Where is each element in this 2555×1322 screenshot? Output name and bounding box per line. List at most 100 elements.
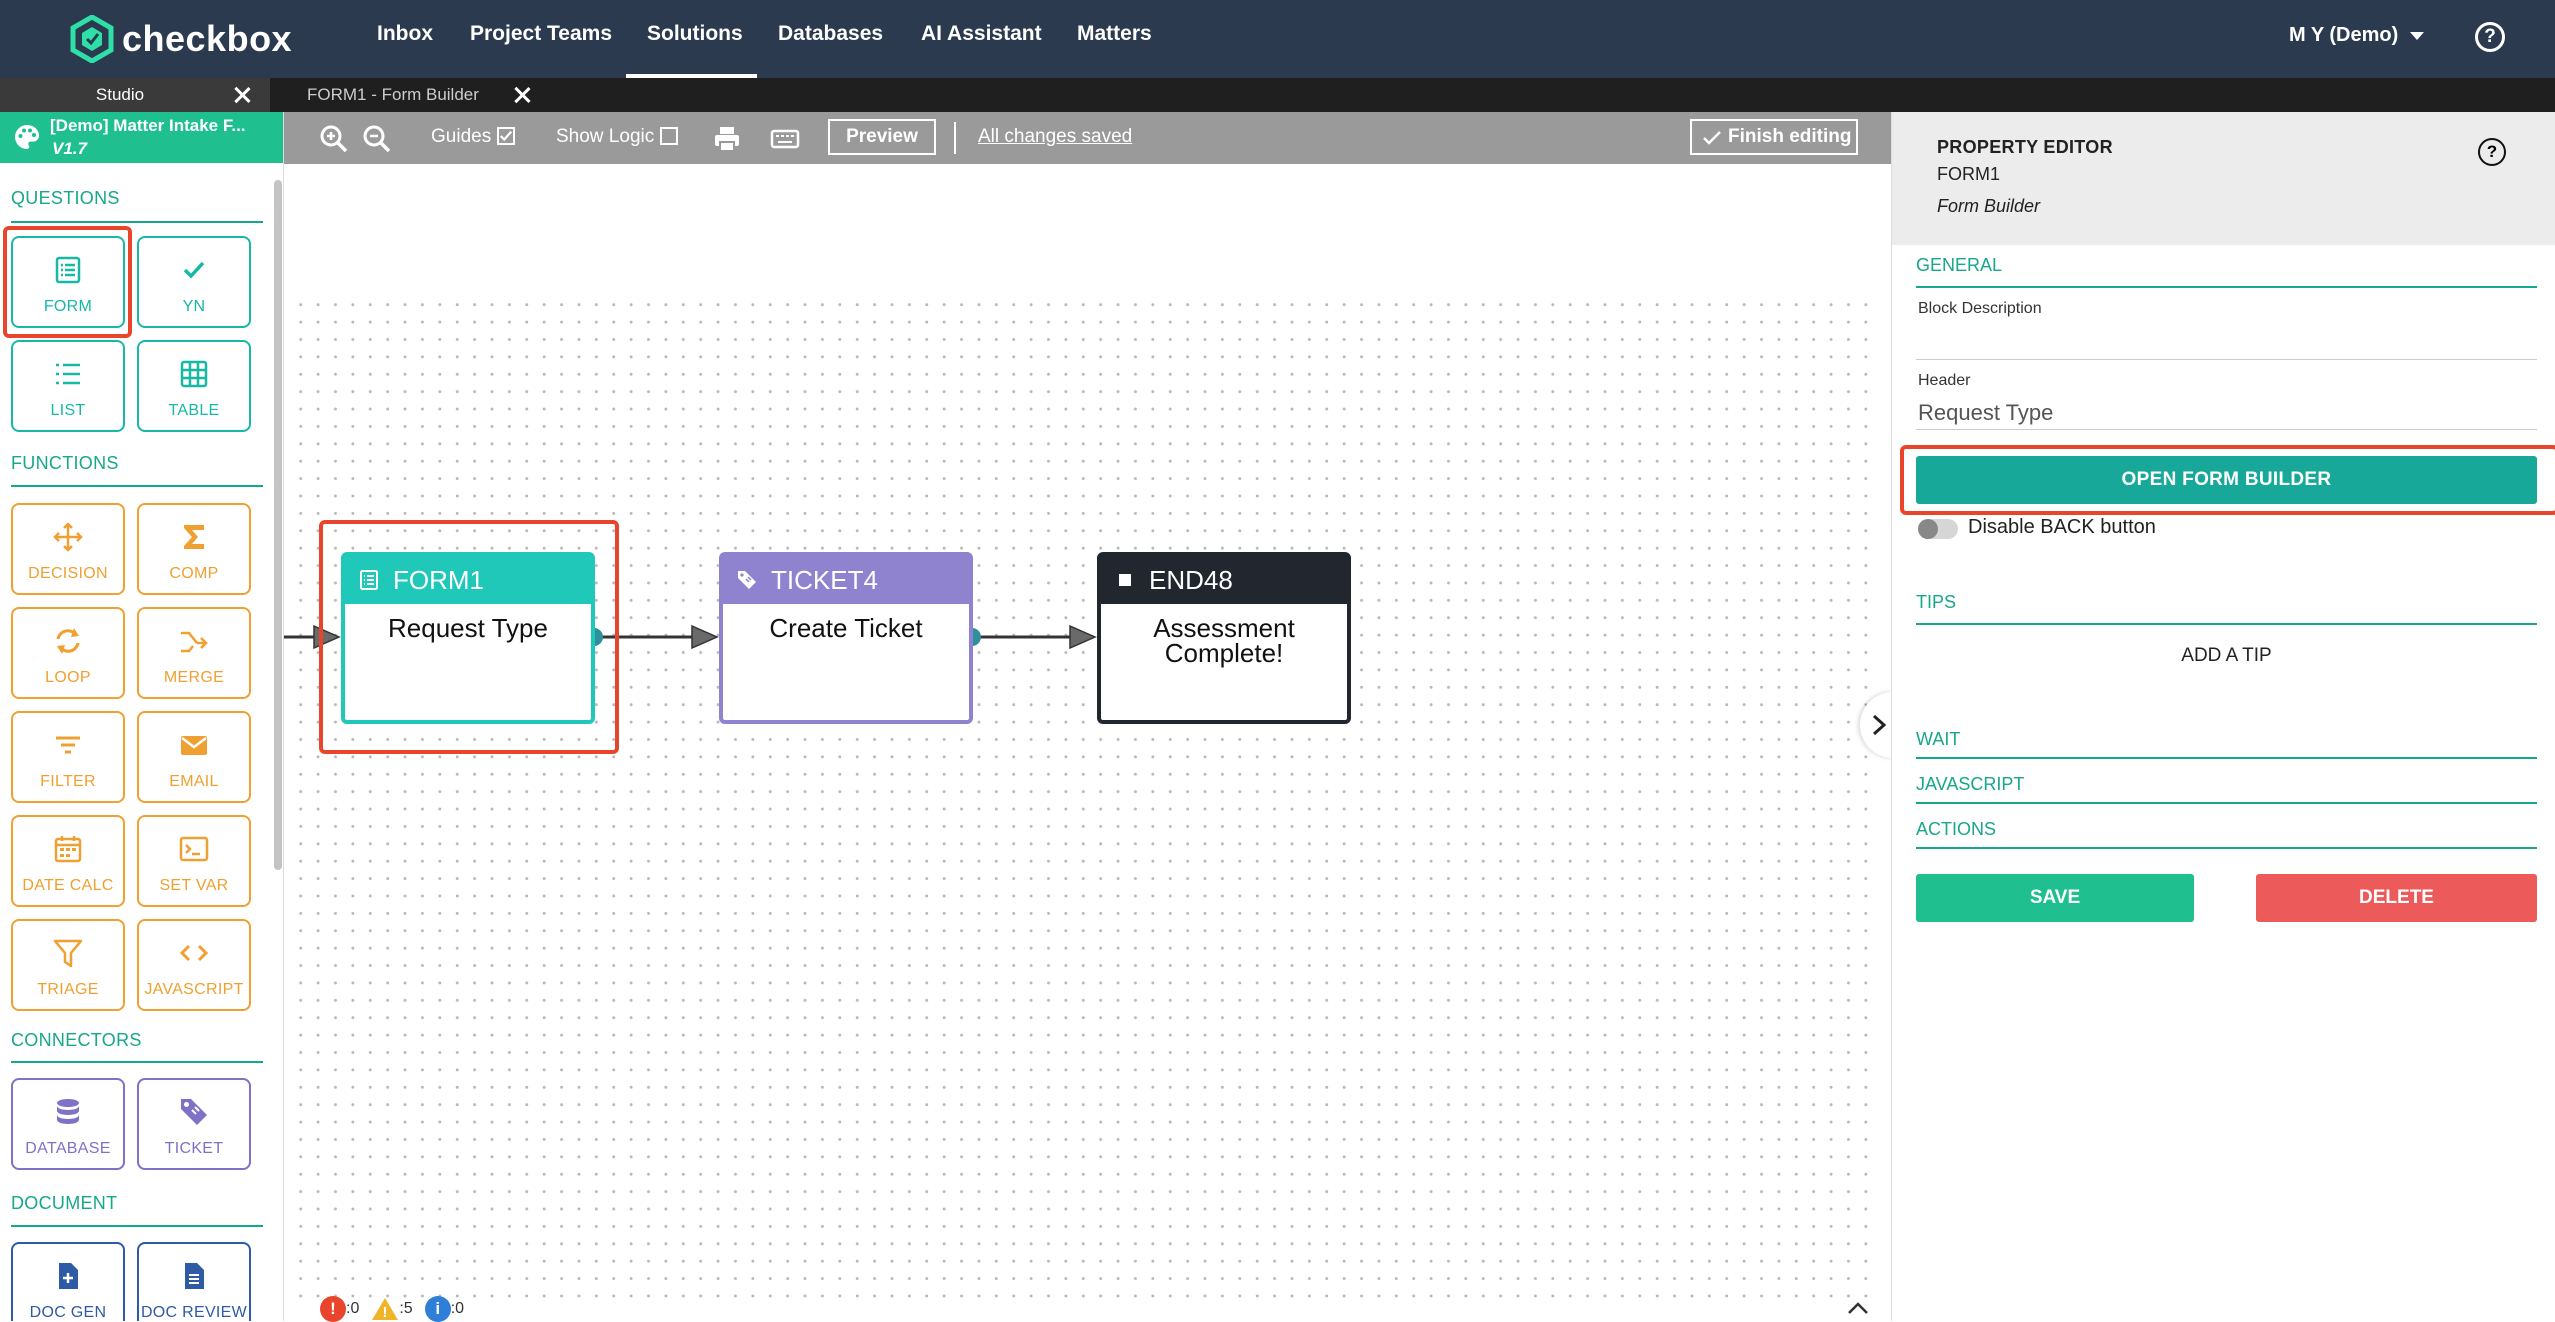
canvas-toolbar: Guides Show Logic Preview All changes sa… — [284, 112, 1891, 164]
section-wait[interactable]: WAIT — [1916, 729, 1961, 749]
check-icon — [183, 261, 205, 279]
decision-icon — [53, 522, 83, 552]
tool-list[interactable]: LIST — [11, 340, 125, 432]
tool-label: EMAIL — [169, 773, 219, 790]
tool-label: FILTER — [40, 773, 96, 790]
solution-version: V1.7 — [52, 139, 87, 158]
save-button[interactable]: SAVE — [1916, 874, 2194, 922]
connector-ticket4-end48[interactable] — [972, 624, 1097, 650]
tab-studio[interactable]: Studio — [0, 78, 270, 112]
nav-matters[interactable]: Matters — [1077, 22, 1152, 45]
tool-doc-gen[interactable]: DOC GEN — [11, 1242, 125, 1321]
flow-node-form1[interactable]: FORM1 Request Type — [341, 552, 595, 724]
tool-email[interactable]: EMAIL — [137, 711, 251, 803]
delete-button[interactable]: DELETE — [2256, 874, 2537, 922]
chevron-up-icon[interactable] — [1846, 1300, 1870, 1316]
doc-add-icon — [59, 1263, 78, 1289]
node-text: Create Ticket — [769, 613, 923, 643]
tool-javascript[interactable]: JAVASCRIPT — [137, 919, 251, 1011]
node-id: TICKET4 — [771, 565, 878, 595]
guides-toggle[interactable]: Guides — [431, 126, 516, 148]
finish-editing-button[interactable]: Finish editing — [1690, 119, 1858, 155]
connector-layer — [284, 624, 1097, 650]
tool-label: FORM — [43, 298, 93, 315]
tool-ticket[interactable]: TICKET — [137, 1078, 251, 1170]
print-icon[interactable] — [712, 124, 742, 154]
section-divider — [1916, 847, 2537, 849]
section-divider — [1916, 286, 2537, 288]
tool-form[interactable]: FORM — [11, 236, 125, 328]
section-divider — [11, 485, 263, 487]
preview-button[interactable]: Preview — [828, 119, 936, 155]
guides-checkbox[interactable] — [497, 127, 516, 145]
form-icon — [360, 570, 378, 590]
tool-label: LOOP — [45, 669, 91, 686]
flow-canvas[interactable]: FORM1 Request Type TICKET4 Create Ticket… — [284, 164, 1891, 1321]
info-count: :0 — [450, 1300, 465, 1317]
error-count: :0 — [346, 1300, 360, 1317]
help-icon[interactable]: ? — [2478, 138, 2506, 166]
tool-decision[interactable]: DECISION — [11, 503, 125, 595]
nav-databases[interactable]: Databases — [778, 22, 884, 45]
warning-count: :5 — [399, 1300, 413, 1317]
tool-label: LIST — [50, 402, 86, 419]
close-icon[interactable] — [512, 85, 532, 105]
section-javascript[interactable]: JAVASCRIPT — [1916, 774, 2025, 794]
tool-merge[interactable]: MERGE — [137, 607, 251, 699]
zoom-in-icon[interactable] — [319, 124, 349, 154]
section-actions[interactable]: ACTIONS — [1916, 819, 1997, 839]
section-tips[interactable]: TIPS — [1916, 592, 1957, 612]
tool-database[interactable]: DATABASE — [11, 1078, 125, 1170]
show-logic-toggle[interactable]: Show Logic — [556, 126, 679, 148]
tool-comp[interactable]: COMP — [137, 503, 251, 595]
info-icon: i — [424, 1296, 451, 1322]
palette-icon — [15, 125, 39, 149]
checkbox-logo[interactable]: checkbox — [70, 14, 292, 64]
block-description-input[interactable] — [1916, 326, 2537, 360]
block-description-label: Block Description — [1918, 300, 2042, 317]
terminal-icon — [179, 836, 209, 862]
disable-back-toggle[interactable] — [1918, 519, 1958, 539]
toggle-knob — [1918, 519, 1938, 539]
help-icon[interactable]: ? — [2475, 22, 2505, 52]
solution-header[interactable]: [Demo] Matter Intake F... V1.7 — [0, 112, 283, 163]
header-label: Header — [1918, 372, 1971, 389]
flow-node-ticket4[interactable]: TICKET4 Create Ticket — [719, 552, 973, 724]
tool-loop[interactable]: LOOP — [11, 607, 125, 699]
add-tip-button[interactable]: ADD A TIP — [2181, 645, 2272, 666]
tab-label: Studio — [95, 85, 145, 104]
validation-status-bar[interactable]: ! :0 ! :5 i :0 — [320, 1296, 464, 1322]
nav-ai-assistant[interactable]: AI Assistant — [921, 22, 1042, 45]
palette-scrollbar[interactable] — [274, 180, 282, 870]
keyboard-icon[interactable] — [770, 124, 800, 154]
tool-table[interactable]: TABLE — [137, 340, 251, 432]
svg-text:!: ! — [383, 1304, 388, 1321]
connector-form1-ticket4[interactable] — [594, 624, 719, 650]
save-status-link[interactable]: All changes saved — [978, 126, 1133, 147]
close-icon[interactable] — [232, 85, 252, 105]
open-form-builder-button[interactable]: OPEN FORM BUILDER — [1916, 456, 2537, 504]
nav-solutions[interactable]: Solutions — [647, 22, 743, 45]
user-menu[interactable]: M Y (Demo) — [2289, 24, 2425, 47]
zoom-out-icon[interactable] — [362, 124, 392, 154]
tool-label: DATE CALC — [22, 877, 114, 894]
section-general[interactable]: GENERAL — [1916, 255, 2003, 275]
tab-form-builder[interactable]: FORM1 - Form Builder — [285, 78, 545, 112]
form-icon — [55, 256, 81, 284]
tool-filter[interactable]: FILTER — [11, 711, 125, 803]
tool-doc-review[interactable]: DOC REVIEW — [137, 1242, 251, 1321]
tool-yn[interactable]: YN — [137, 236, 251, 328]
list-icon — [56, 363, 80, 385]
tool-triage[interactable]: TRIAGE — [11, 919, 125, 1011]
tool-set-var[interactable]: SET VAR — [137, 815, 251, 907]
section-divider — [11, 221, 263, 223]
header-input[interactable] — [1916, 396, 2537, 430]
logo-text: checkbox — [122, 18, 293, 59]
nav-inbox[interactable]: Inbox — [377, 22, 433, 45]
nav-project-teams[interactable]: Project Teams — [470, 22, 613, 45]
tool-label: DOC GEN — [29, 1304, 107, 1321]
section-divider — [1916, 623, 2537, 625]
tool-date-calc[interactable]: DATE CALC — [11, 815, 125, 907]
show-logic-checkbox[interactable] — [660, 127, 679, 145]
flow-node-end48[interactable]: END48 Assessment Complete! — [1097, 552, 1351, 724]
